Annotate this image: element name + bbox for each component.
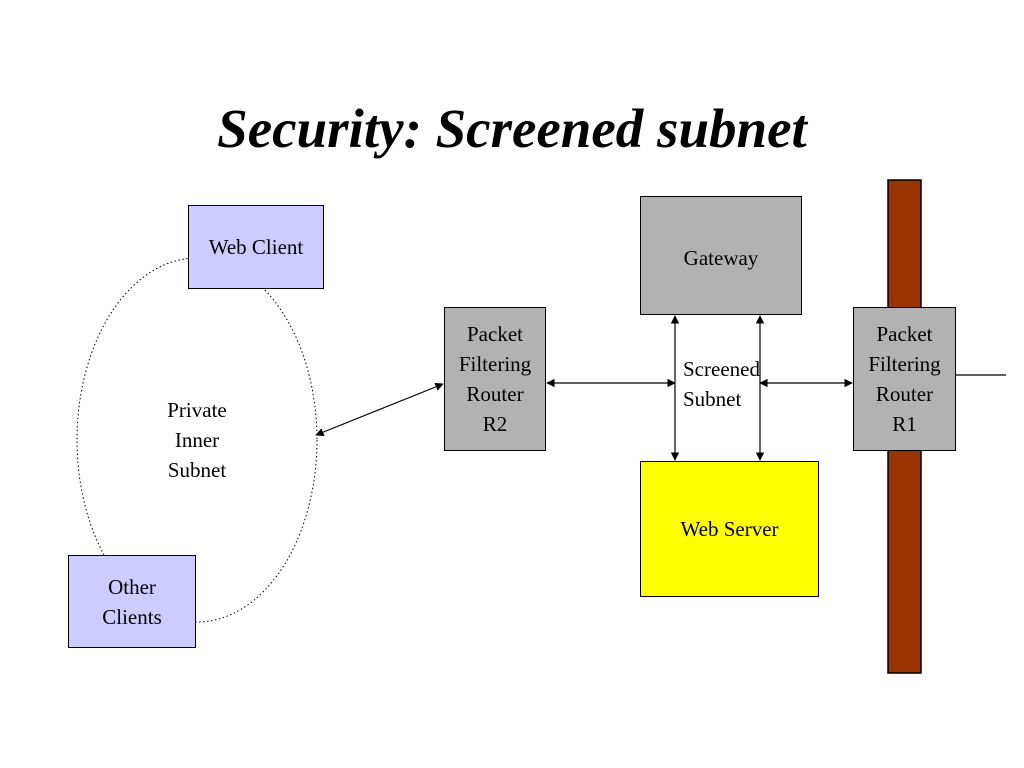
gateway-box: Gateway [640,196,802,315]
router-r2-box: Packet Filtering Router R2 [444,307,546,451]
private-subnet-ellipse [76,257,318,623]
router-r2-label: Packet Filtering Router R2 [458,322,532,436]
router-r1-box: Packet Filtering Router R1 [853,307,956,451]
arrow-subnet-r2 [315,382,444,437]
router-r1-label: Packet Filtering Router R1 [868,322,941,436]
web-client-label: Web Client [208,235,304,259]
web-server-label: Web Server [680,517,779,541]
gateway-label: Gateway [683,246,759,270]
screened-subnet-label: Screened Subnet [683,357,760,411]
other-clients-box: Other Clients [68,555,196,648]
slide-title: Security: Screened subnet [217,98,807,159]
web-server-box: Web Server [640,461,819,597]
private-subnet-label: Private Inner Subnet [167,398,227,482]
web-client-box: Web Client [188,205,324,289]
other-clients-label: Other Clients [102,574,162,629]
